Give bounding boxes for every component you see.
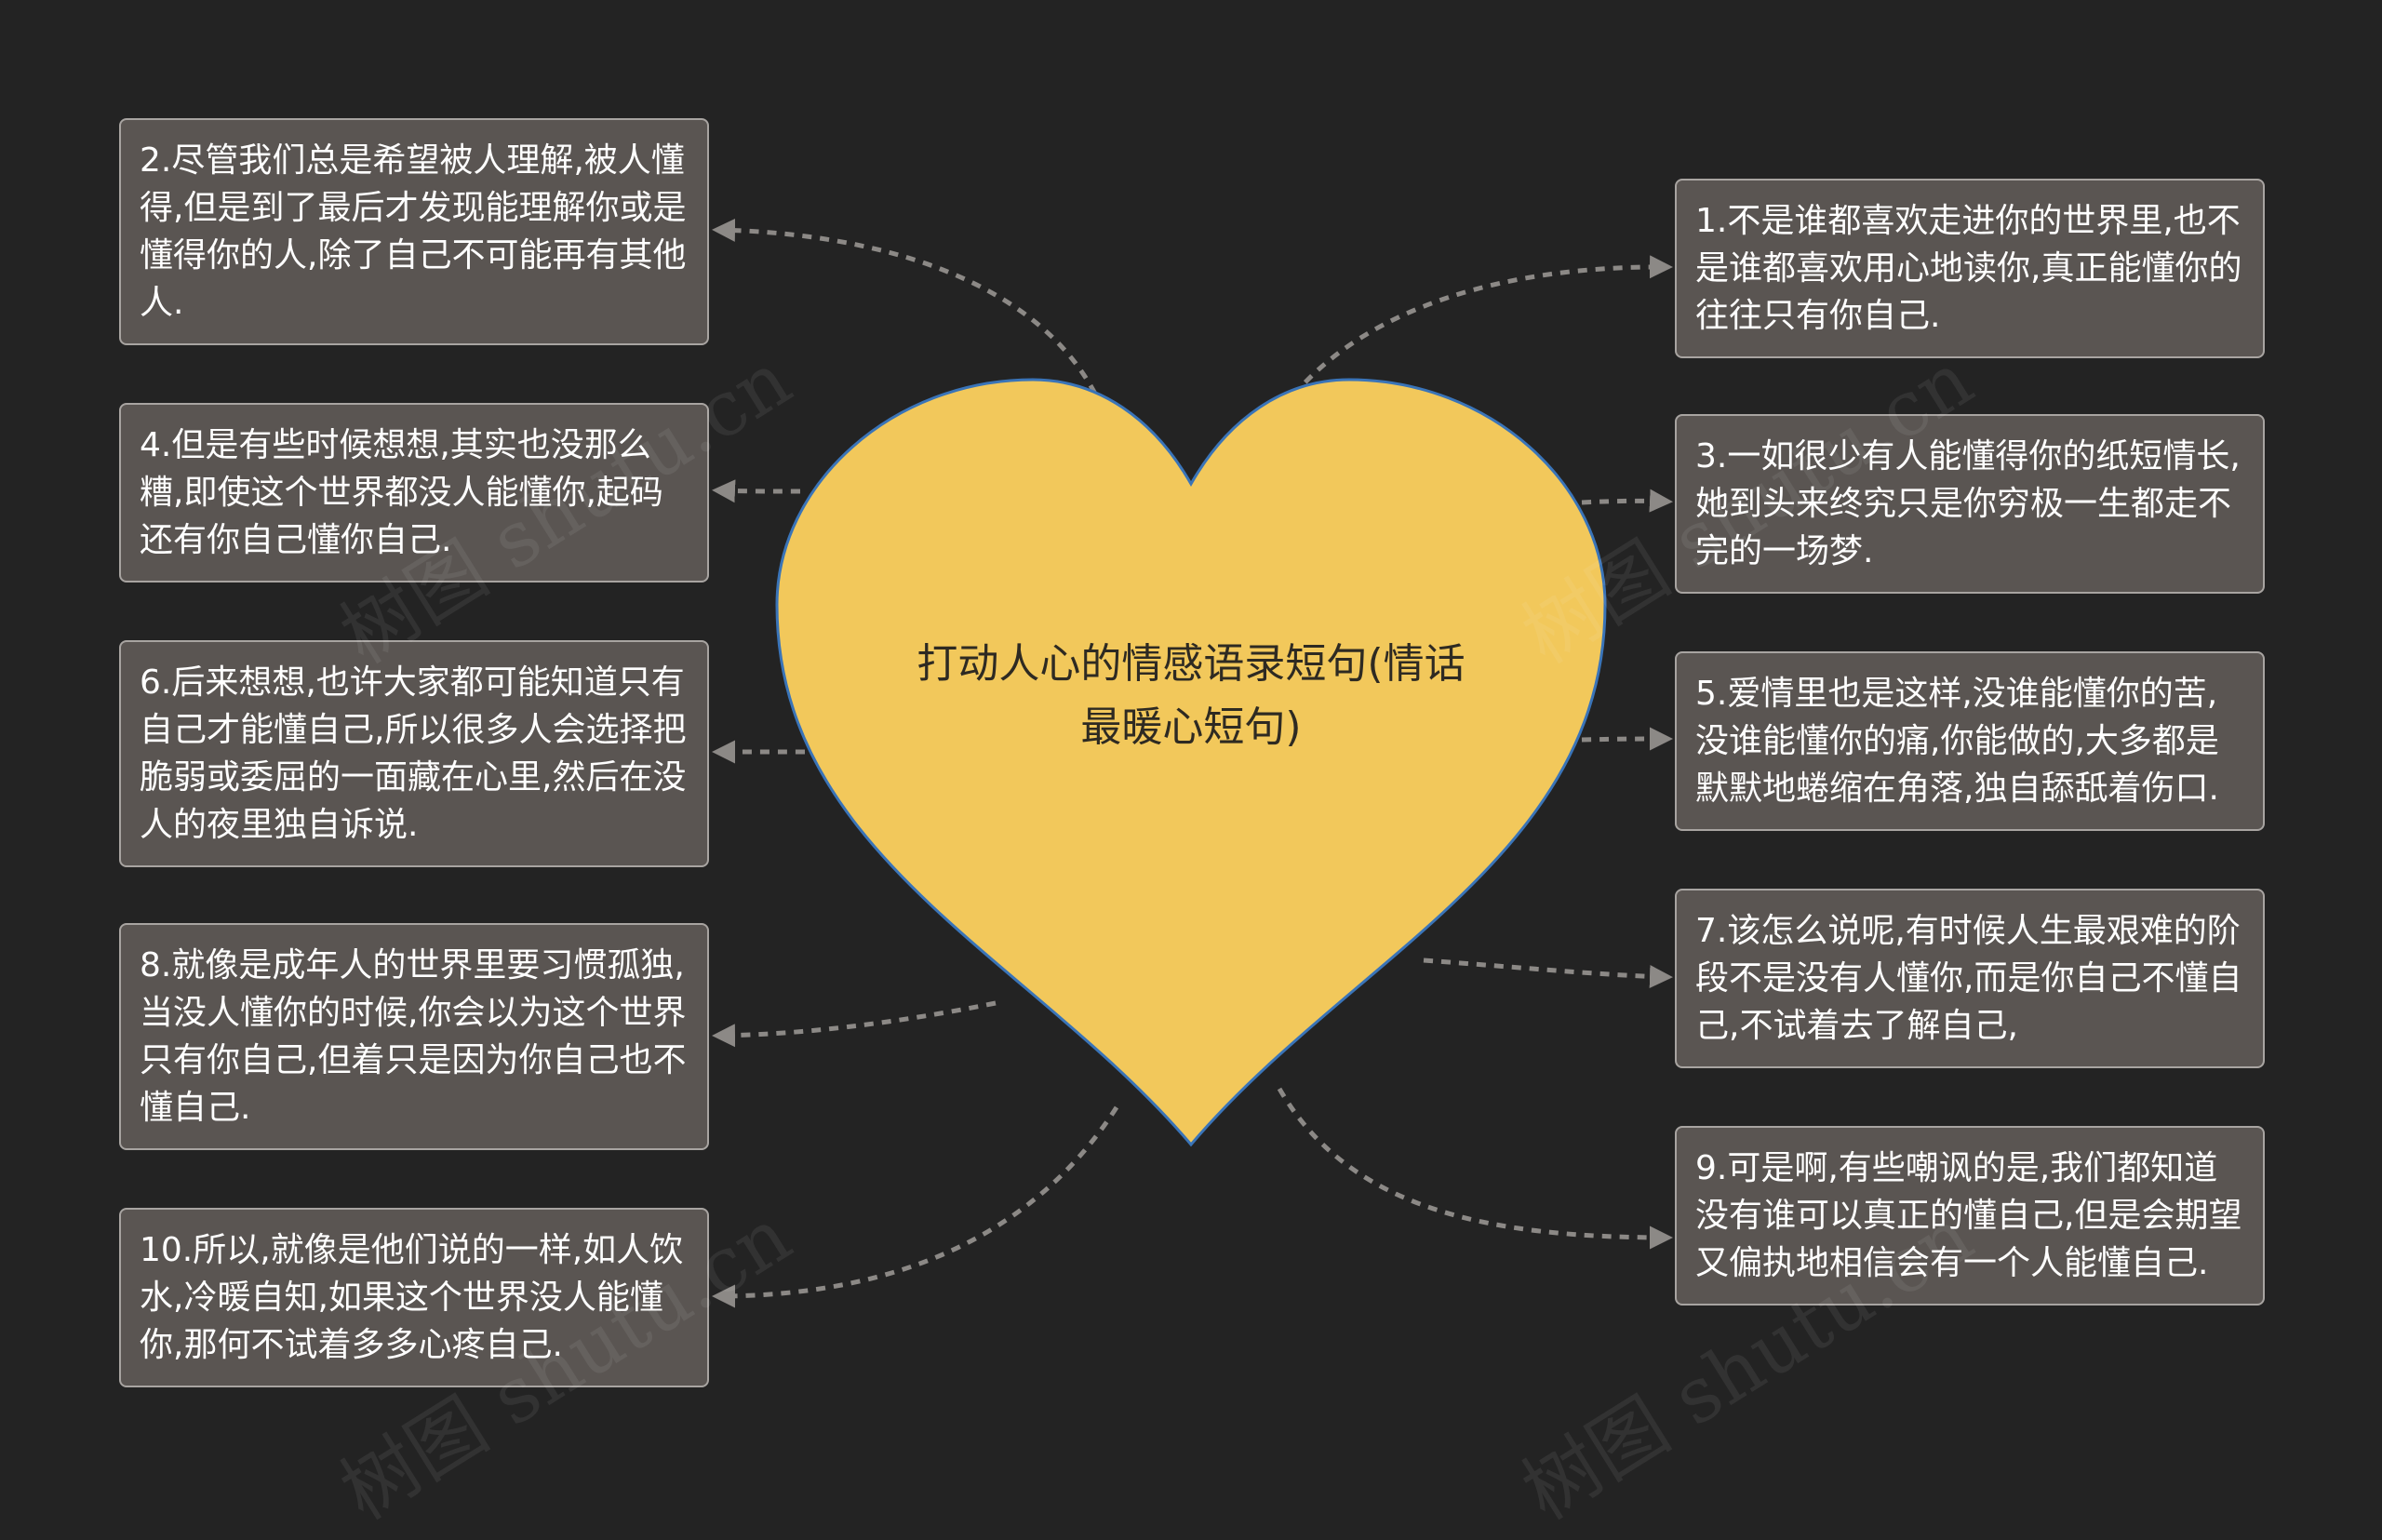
connector-2 — [712, 218, 1105, 410]
node-9[interactable]: 9.可是啊,有些嘲讽的是,我们都知道没有谁可以真正的懂自己,但是会期望又偏执地相… — [1675, 1126, 2265, 1306]
heart-shape — [775, 378, 1607, 1147]
connector-3 — [1581, 489, 1673, 513]
node-6[interactable]: 6.后来想想,也许大家都可能知道只有自己才能懂自己,所以很多人会选择把脆弱或委屈… — [119, 640, 709, 867]
node-8[interactable]: 8.就像是成年人的世界里要习惯孤独,当没人懂你的时候,你会以为这个世界只有你自己… — [119, 923, 709, 1150]
node-2[interactable]: 2.尽管我们总是希望被人理解,被人懂得,但是到了最后才发现能理解你或是懂得你的人… — [119, 118, 709, 345]
connector-8 — [712, 1000, 997, 1048]
node-10[interactable]: 10.所以,就像是他们说的一样,如人饮水,冷暖自知,如果这个世界没人能懂你,那何… — [119, 1208, 709, 1387]
node-5[interactable]: 5.爱情里也是这样,没谁能懂你的苦,没谁能懂你的痛,你能做的,大多都是默默地蜷缩… — [1675, 651, 2265, 831]
connector-5 — [1581, 727, 1673, 751]
node-3[interactable]: 3.一如很少有人能懂得你的纸短情长,她到头来终究只是你穷极一生都走不完的一场梦. — [1675, 414, 2265, 594]
connector-4 — [712, 479, 801, 503]
node-4[interactable]: 4.但是有些时候想想,其实也没那么糟,即使这个世界都没人能懂你,起码还有你自己懂… — [119, 403, 709, 583]
connector-7 — [1423, 957, 1673, 988]
connector-9 — [1277, 1087, 1673, 1250]
connector-1 — [1291, 255, 1673, 397]
mindmap-canvas: 打动人心的情感语录短句(情话最暖心短句) 1.不是谁都喜欢走进你的世界里,也不是… — [119, 118, 2265, 1537]
connector-layer — [712, 218, 1673, 1308]
central-topic[interactable]: 打动人心的情感语录短句(情话最暖心短句) — [917, 640, 1465, 751]
node-1[interactable]: 1.不是谁都喜欢走进你的世界里,也不是谁都喜欢用心地读你,真正能懂你的往往只有你… — [1675, 179, 2265, 358]
node-7[interactable]: 7.该怎么说呢,有时候人生最艰难的阶段不是没有人懂你,而是你自己不懂自己,不试着… — [1675, 889, 2265, 1068]
connector-10 — [712, 1105, 1119, 1308]
